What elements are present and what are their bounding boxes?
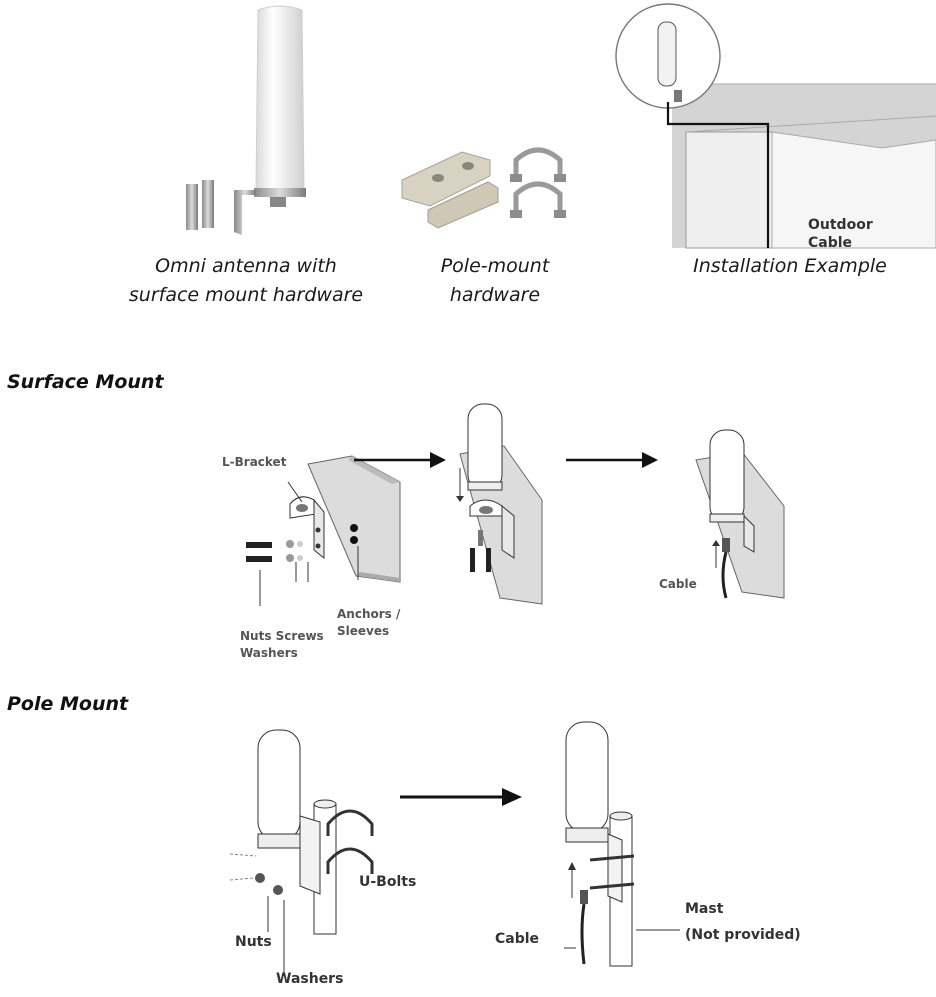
cable-label-surface: Cable: [659, 577, 697, 591]
pole-mount-hardware-photo: [401, 147, 566, 229]
pole-caption-line2: hardware: [449, 284, 541, 306]
u-bolts-label: U-Bolts: [359, 874, 417, 890]
surface-step1-illustration: [246, 455, 401, 606]
nuts-screws-label: Nuts Screws: [240, 629, 324, 643]
mast-label: Mast (Not provided): [685, 896, 801, 948]
mast-label-line2: (Not provided): [685, 927, 801, 943]
install-label-outdoor: Outdoor: [808, 217, 873, 233]
sleeves-label: Sleeves: [337, 624, 390, 638]
washers-label-pole: Washers: [276, 971, 344, 987]
l-bracket-label: L-Bracket: [222, 455, 287, 469]
pole-caption-line1: Pole-mount: [440, 255, 550, 277]
surface-mount-heading: Surface Mount: [7, 371, 164, 393]
pole-mount-heading: Pole Mount: [7, 693, 129, 715]
nuts-screws-washers-label: Nuts Screws Washers: [240, 628, 324, 662]
step-arrow-1: [354, 452, 446, 468]
pole-step1-illustration: [229, 729, 374, 976]
anchors-sleeves-label: Anchors / Sleeves: [337, 606, 400, 640]
step-arrow-3: [400, 788, 522, 806]
antenna-caption: Omni antenna with surface mount hardware: [108, 252, 384, 310]
install-caption: Installation Example: [693, 255, 887, 277]
surface-step2-illustration: [456, 403, 543, 605]
nuts-label: Nuts: [235, 934, 272, 950]
anchors-label: Anchors /: [337, 607, 401, 621]
omni-antenna-photo: [186, 5, 306, 235]
step-arrow-2: [566, 452, 658, 468]
washers-label: Washers: [240, 646, 298, 660]
install-label-cable: Cable: [808, 235, 853, 251]
mast-label-line1: Mast: [685, 901, 724, 917]
installation-example-illustration: [615, 3, 936, 249]
surface-step3-illustration: [695, 429, 785, 599]
pole-hardware-caption: Pole-mount hardware: [400, 252, 590, 310]
cable-label-pole: Cable: [495, 931, 540, 947]
antenna-caption-line1: Omni antenna with: [155, 255, 337, 277]
pole-step2-illustration: [564, 721, 680, 967]
antenna-caption-line2: surface mount hardware: [128, 284, 364, 306]
